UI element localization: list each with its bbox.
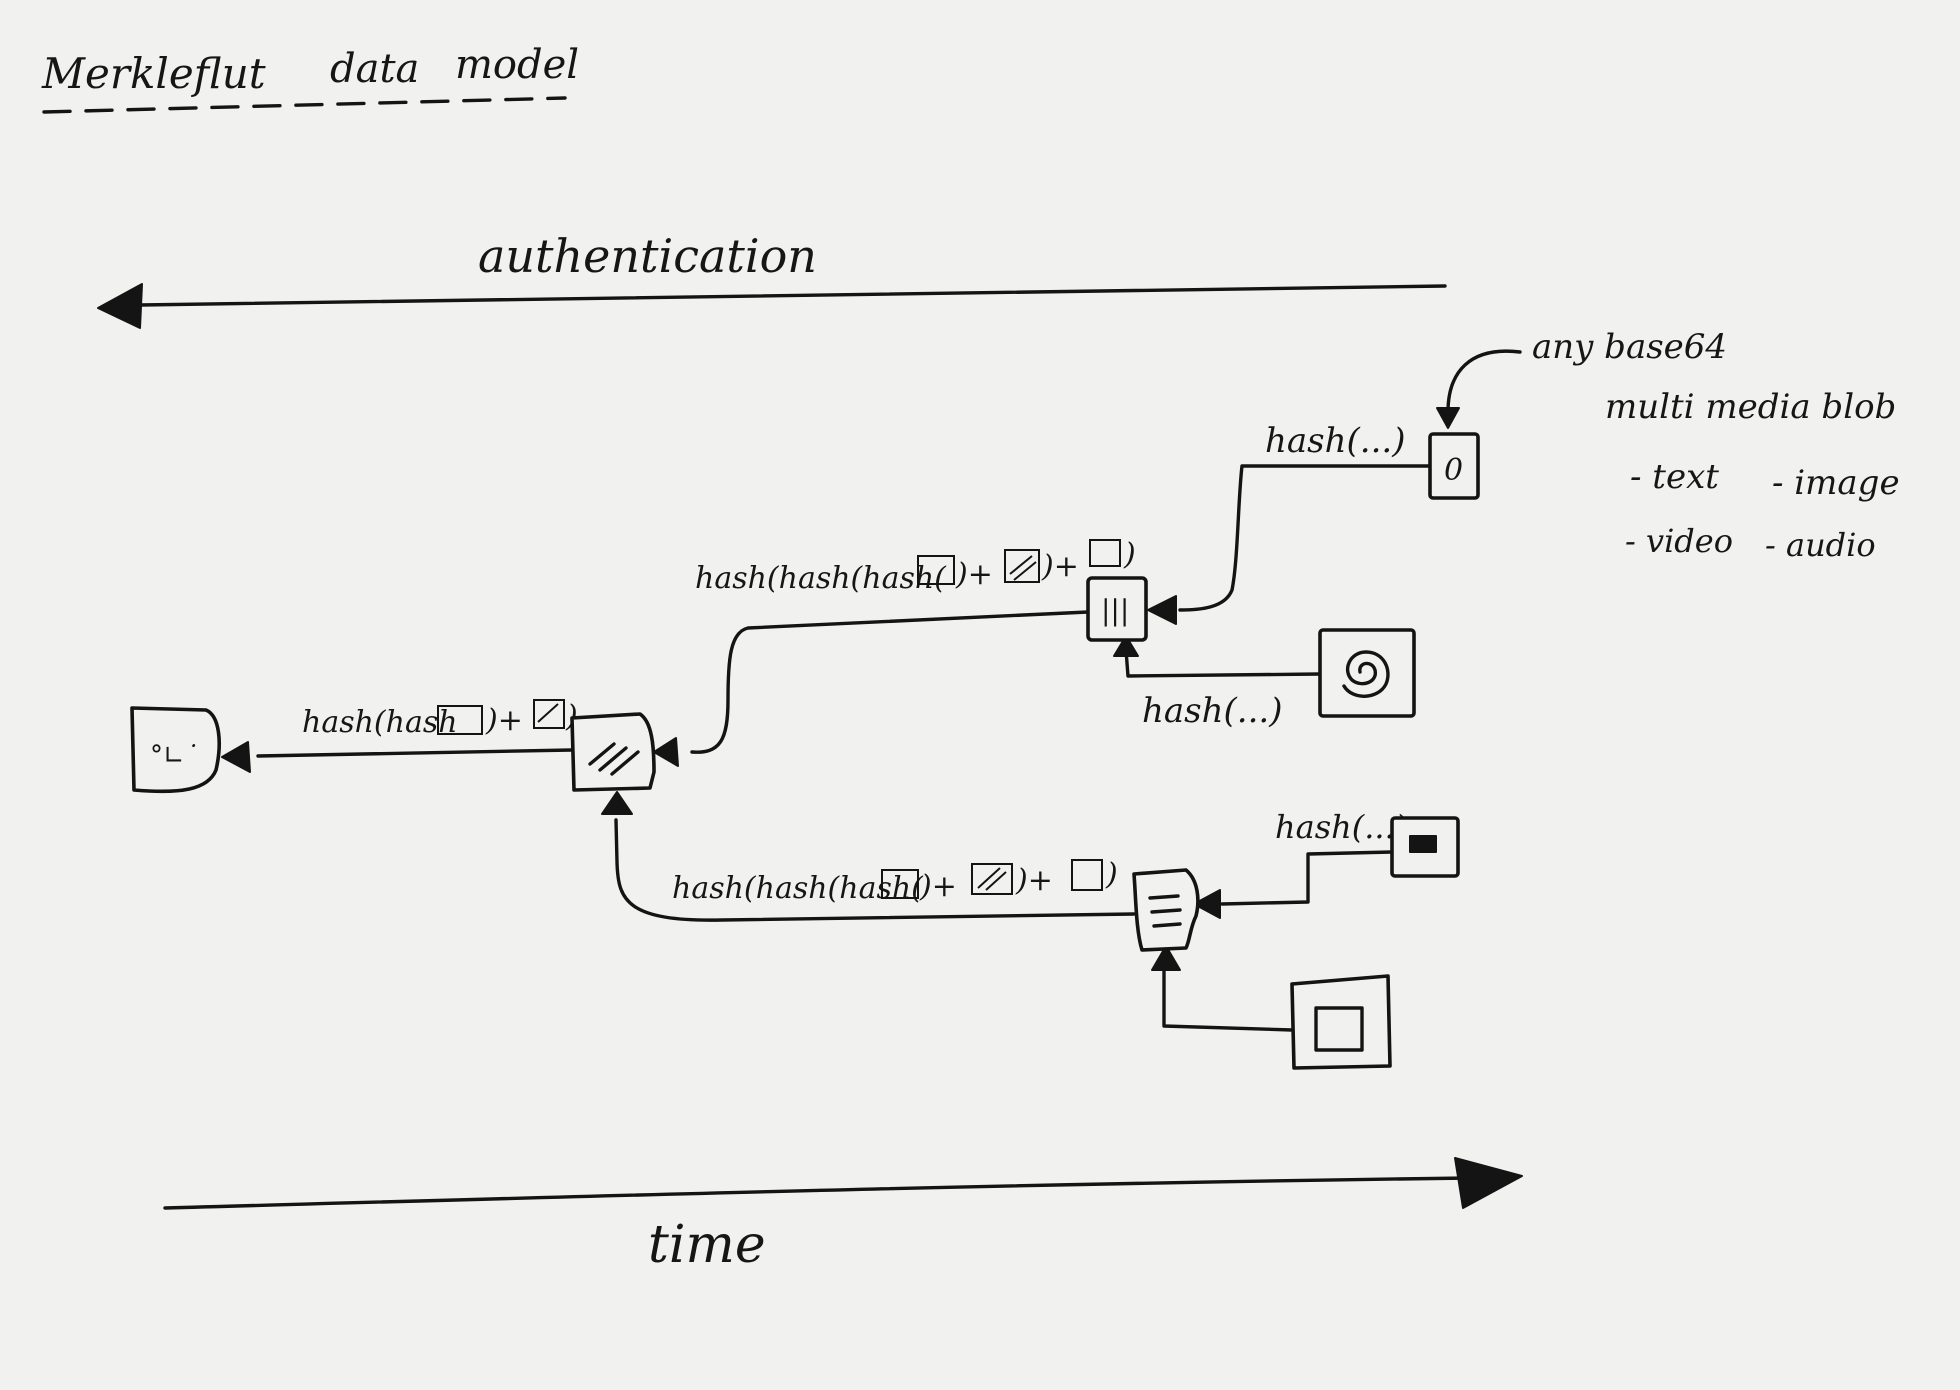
swirl-image-blob (1318, 628, 1416, 718)
edge-text-blob-to-upper-node (1178, 464, 1432, 612)
blob-note-line2: multi media blob (1605, 387, 1896, 427)
edge-arrowhead-lower-node-right (1193, 889, 1221, 919)
edge-label-swirl-blob: hash(...) (1142, 691, 1282, 731)
blob-note-item-audio: - audio (1765, 526, 1876, 564)
diagram-title: Merkleflut data model (41, 42, 579, 114)
time-arrow: time (163, 1157, 1523, 1275)
square-blob-inner-square-icon (1314, 1006, 1364, 1052)
blob-note: any base64 multi media blob - text - ima… (1436, 327, 1900, 564)
blob-note-pointer-line (1446, 349, 1522, 414)
edge-lower-node-to-middle-node (614, 818, 1136, 922)
middle-merkle-node (570, 712, 656, 792)
middle-node-hatch-icon (588, 742, 640, 776)
authentication-arrow-head (97, 283, 143, 329)
edge-label-upper-node-tail-2: )+ (1041, 549, 1079, 584)
upper-merkle-node: ||| (1086, 576, 1148, 642)
connectors: hash(...) hash(...) hash(hash(hash( )+ )… (221, 421, 1432, 1032)
edge-label-upper-node-close: ) (1123, 537, 1136, 572)
title-dashed-underline (42, 96, 567, 114)
edge-arrowhead-upper-node-right (1147, 595, 1177, 625)
root-merkle-node: °∟˙ (130, 706, 221, 794)
mini-text-icon (917, 555, 955, 585)
edge-label-middle-node: hash(hash (302, 705, 458, 740)
edge-label-upper-node-group: hash(hash(hash( )+ )+ ) (695, 537, 1136, 596)
title-word-data: data (330, 46, 419, 92)
edge-label-blob-top: hash(...) (1265, 421, 1405, 461)
edge-upper-node-to-middle-node (690, 610, 1090, 754)
mini-image-icon-hatch (1009, 555, 1037, 581)
edge-dark-blob-to-lower-node (1220, 850, 1394, 906)
mini-root-icon (437, 705, 483, 735)
mini-lines-icon-2 (1071, 859, 1103, 891)
edge-label-upper-node-tail-1: )+ (955, 557, 993, 592)
authentication-label: authentication (478, 229, 817, 283)
mini-image-icon-2-hatch (977, 867, 1007, 891)
edge-label-middle-node-tail: )+ (485, 703, 523, 738)
square-image-blob (1290, 974, 1392, 1070)
edge-label-middle-node-group: hash(hash )+ ) (302, 699, 578, 740)
upper-node-box (1086, 576, 1148, 642)
edge-arrowhead-lower-node-bottom (1151, 945, 1181, 971)
edge-square-blob-to-lower-node (1162, 964, 1294, 1032)
blob-note-item-video: - video (1625, 522, 1733, 560)
root-node-box (130, 706, 221, 794)
edge-arrowhead-middle-node-right (653, 737, 679, 767)
edge-middle-node-to-root (256, 748, 574, 758)
blob-note-line1: any base64 (1532, 327, 1727, 367)
edge-arrowhead-upper-node-bottom (1113, 635, 1139, 657)
text-blob-glyph: 0 (1444, 453, 1463, 488)
swirl-icon (1342, 650, 1390, 698)
edge-label-lower-node-close: ) (1105, 857, 1118, 892)
edge-label-lower-node-group: hash(hash(hash( )+ )+ ) (672, 857, 1118, 906)
mini-lines-icon (1089, 539, 1121, 567)
mini-image-icon-2 (971, 863, 1013, 895)
authentication-arrow-line (138, 284, 1447, 307)
upper-node-glyph: ||| (1101, 594, 1129, 627)
blob-note-pointer-head (1436, 407, 1460, 429)
lower-merkle-node (1132, 868, 1200, 952)
mini-text-icon-2 (881, 869, 919, 899)
time-arrow-head (1454, 1157, 1523, 1209)
edge-label-dark-blob: hash(...) (1275, 808, 1407, 846)
mini-hatch-icon-line (537, 703, 559, 723)
lower-node-lines-icon (1148, 894, 1182, 928)
edge-arrowhead-middle-node-bottom (601, 791, 633, 815)
edge-label-lower-node: hash(hash(hash( (672, 871, 924, 906)
mini-hatch-icon (533, 699, 565, 729)
authentication-arrow: authentication (97, 229, 1447, 329)
swirl-blob-box (1318, 628, 1416, 718)
blob-note-item-image: - image (1772, 463, 1900, 503)
dark-blob-waveform-icon (1409, 835, 1437, 853)
text-blob-node: 0 (1428, 432, 1480, 500)
time-label: time (648, 1215, 766, 1275)
root-node-glyph: °∟˙ (150, 741, 198, 771)
title-word-model: model (455, 42, 579, 88)
text-blob-box (1428, 432, 1480, 500)
square-blob-box (1290, 974, 1392, 1070)
edge-label-lower-node-tail-1: )+ (919, 869, 957, 904)
edge-swirl-blob-to-upper-node (1124, 648, 1322, 678)
middle-node-box (570, 712, 656, 792)
dark-audio-blob (1390, 816, 1460, 878)
edge-label-upper-node: hash(hash(hash( (695, 561, 947, 596)
edge-label-lower-node-tail-2: )+ (1015, 863, 1053, 898)
edge-arrowhead-root (221, 741, 251, 773)
title-word-merkleflut: Merkleflut (41, 49, 266, 98)
time-arrow-line (163, 1176, 1472, 1210)
blob-note-item-text: - text (1630, 457, 1719, 497)
mini-image-icon (1004, 549, 1040, 583)
nodes: 0 ||| °∟˙ (130, 432, 1480, 1070)
